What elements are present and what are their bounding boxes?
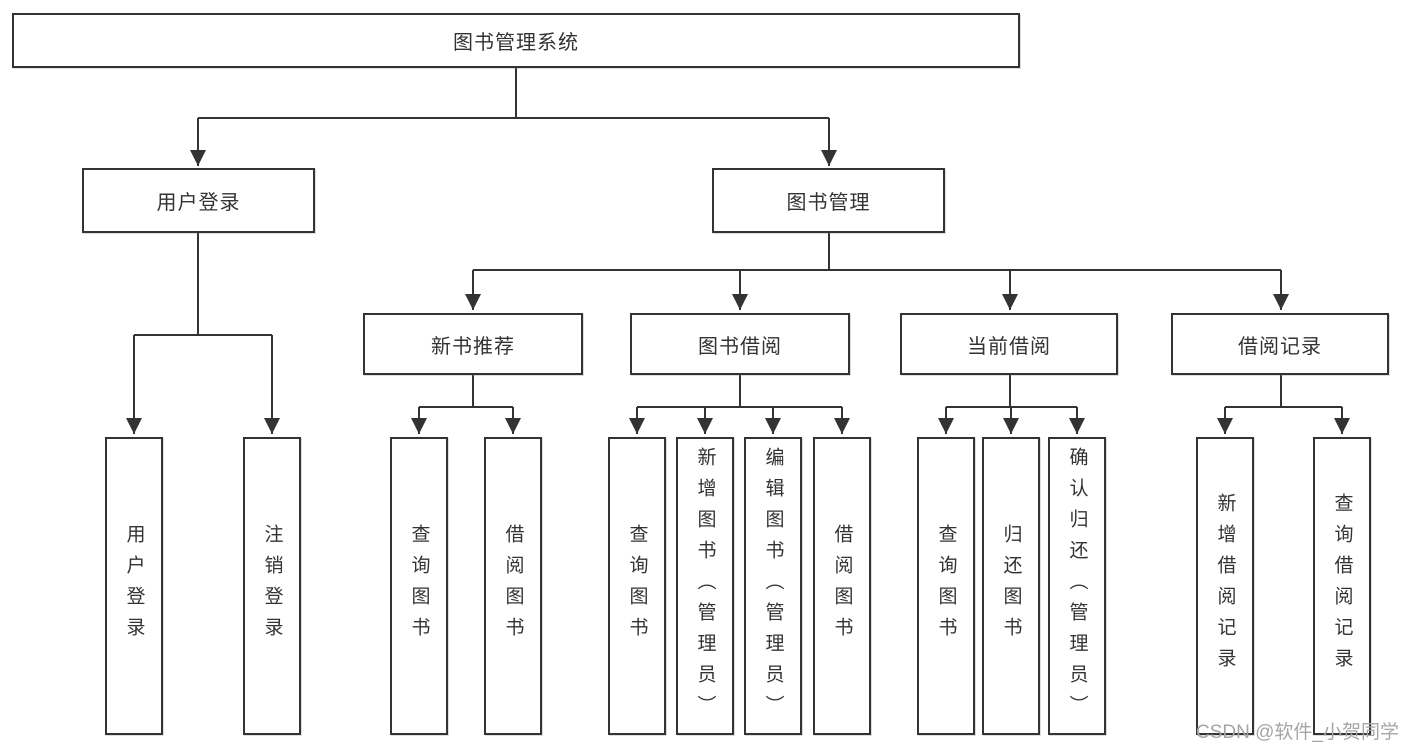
leaf-current-query-book-label: 查询图书	[935, 524, 957, 648]
leaf-records-add-record-label: 新增借阅记录	[1214, 493, 1236, 679]
node-user-login: 用户登录	[82, 168, 315, 233]
node-book-borrow: 图书借阅	[630, 313, 850, 375]
leaf-user-login-label: 用户登录	[123, 524, 145, 648]
leaf-borrow-edit-book-admin: 编辑图书（管理员）	[744, 437, 802, 735]
leaf-user-login: 用户登录	[105, 437, 163, 735]
leaf-borrow-add-book-admin-label: 新增图书（管理员）	[694, 446, 716, 726]
node-book-management: 图书管理	[712, 168, 945, 233]
leaf-current-return-book: 归还图书	[982, 437, 1040, 735]
node-book-borrow-label: 图书借阅	[698, 335, 782, 358]
node-root-label: 图书管理系统	[453, 32, 579, 54]
node-user-login-label: 用户登录	[156, 192, 241, 214]
leaf-logout-login-label: 注销登录	[261, 524, 283, 648]
node-root: 图书管理系统	[12, 13, 1020, 68]
leaf-records-add-record: 新增借阅记录	[1196, 437, 1254, 735]
node-current-borrow: 当前借阅	[900, 313, 1118, 375]
leaf-recommend-borrow-book: 借阅图书	[484, 437, 542, 735]
node-book-management-label: 图书管理	[786, 192, 871, 214]
node-borrow-records: 借阅记录	[1171, 313, 1389, 375]
leaf-records-query-record: 查询借阅记录	[1313, 437, 1371, 735]
leaf-recommend-query-book: 查询图书	[390, 437, 448, 735]
leaf-borrow-borrow-book-label: 借阅图书	[831, 524, 853, 648]
leaf-borrow-edit-book-admin-label: 编辑图书（管理员）	[762, 446, 784, 726]
leaf-records-query-record-label: 查询借阅记录	[1331, 493, 1353, 679]
csdn-watermark: CSDN @软件_小贺同学	[1196, 722, 1399, 743]
leaf-borrow-query-book-label: 查询图书	[626, 524, 648, 648]
node-current-borrow-label: 当前借阅	[967, 335, 1051, 358]
leaf-current-confirm-return-admin: 确认归还（管理员）	[1048, 437, 1106, 735]
leaf-logout-login: 注销登录	[243, 437, 301, 735]
leaf-current-query-book: 查询图书	[917, 437, 975, 735]
leaf-recommend-query-book-label: 查询图书	[408, 524, 430, 648]
leaf-borrow-query-book: 查询图书	[608, 437, 666, 735]
node-new-book-recommend: 新书推荐	[363, 313, 583, 375]
leaf-borrow-borrow-book: 借阅图书	[813, 437, 871, 735]
node-borrow-records-label: 借阅记录	[1238, 335, 1322, 358]
leaf-recommend-borrow-book-label: 借阅图书	[502, 524, 524, 648]
leaf-current-confirm-return-admin-label: 确认归还（管理员）	[1066, 446, 1088, 726]
leaf-borrow-add-book-admin: 新增图书（管理员）	[676, 437, 734, 735]
leaf-current-return-book-label: 归还图书	[1000, 524, 1022, 648]
node-new-book-recommend-label: 新书推荐	[431, 335, 515, 358]
